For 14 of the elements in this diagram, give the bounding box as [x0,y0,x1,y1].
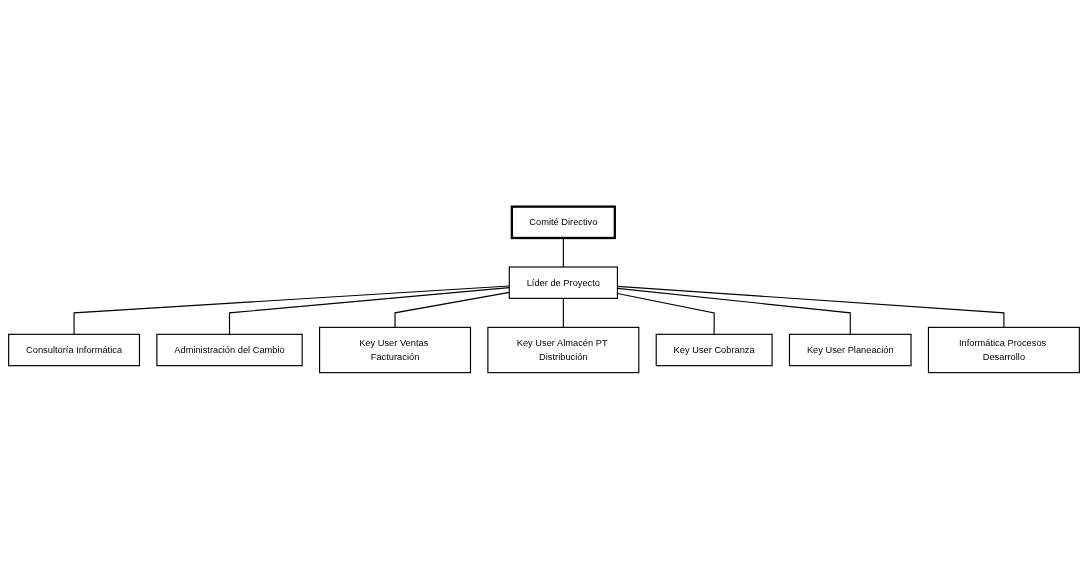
connector [73,285,510,335]
node-box: Key User Ventas Facturación [319,326,472,374]
connector [562,237,564,268]
connector [394,291,510,328]
node-box: Consultoría Informática [8,333,141,367]
node-box: Comité Directivo [510,205,616,239]
node-box: Informática Procesos Desarrollo [927,326,1080,374]
node-box: Key User Almacén PT Distribución [487,326,640,374]
node-box: Key User Cobranza [655,333,773,367]
connector [228,286,510,335]
connector [562,297,564,328]
node-box: Key User Planeación [788,333,912,367]
node-box: Líder de Proyecto [508,266,618,299]
node-box: Administración del Cambio [156,333,303,367]
